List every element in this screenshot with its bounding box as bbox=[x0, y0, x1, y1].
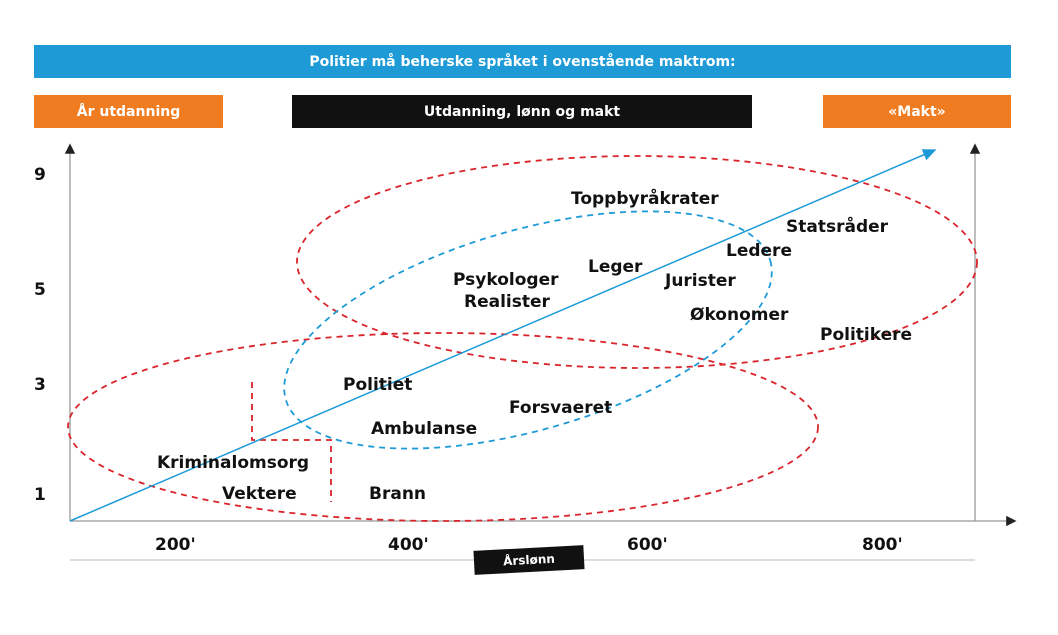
top-banner: Politier må beherske språket i ovenståen… bbox=[34, 45, 1011, 78]
lower-red-ellipse bbox=[67, 332, 819, 522]
label-ledere: Ledere bbox=[726, 241, 792, 261]
label-forsvaeret: Forsvaeret bbox=[509, 398, 612, 418]
y-tick-5: 5 bbox=[34, 280, 46, 300]
x-tick-800: 800' bbox=[862, 535, 903, 555]
label-statsrader: Statsråder bbox=[786, 215, 889, 237]
y-tick-9: 9 bbox=[34, 165, 46, 185]
power-tag: «Makt» bbox=[823, 95, 1011, 128]
label-toppbyrakrater: Toppbyråkrater bbox=[571, 187, 719, 209]
label-kriminalomsorg: Kriminalomsorg bbox=[157, 453, 309, 473]
trend-arrow bbox=[69, 149, 937, 522]
diagram-title-tag: Utdanning, lønn og makt bbox=[292, 95, 752, 128]
upper-red-ellipse bbox=[296, 155, 978, 369]
label-okonomer: Økonomer bbox=[690, 305, 789, 325]
y-tick-1: 1 bbox=[34, 485, 46, 505]
x-tick-200: 200' bbox=[155, 535, 196, 555]
x-tick-400: 400' bbox=[388, 535, 429, 555]
y-tick-3: 3 bbox=[34, 375, 46, 395]
label-psykologer: Psykologer bbox=[453, 270, 559, 290]
label-leger: Leger bbox=[588, 257, 643, 277]
label-politiet: Politiet bbox=[343, 375, 412, 395]
red-dashed-bracket bbox=[251, 382, 332, 502]
label-vektere: Vektere bbox=[222, 484, 297, 504]
blue-ellipse bbox=[283, 210, 773, 450]
label-politikere: Politikere bbox=[820, 325, 912, 345]
label-brann: Brann bbox=[369, 484, 426, 504]
label-realister: Realister bbox=[464, 292, 551, 312]
label-jurister: Jurister bbox=[664, 271, 736, 291]
education-years-tag: År utdanning bbox=[34, 95, 223, 128]
label-ambulanse: Ambulanse bbox=[371, 419, 477, 439]
x-tick-600: 600' bbox=[627, 535, 668, 555]
